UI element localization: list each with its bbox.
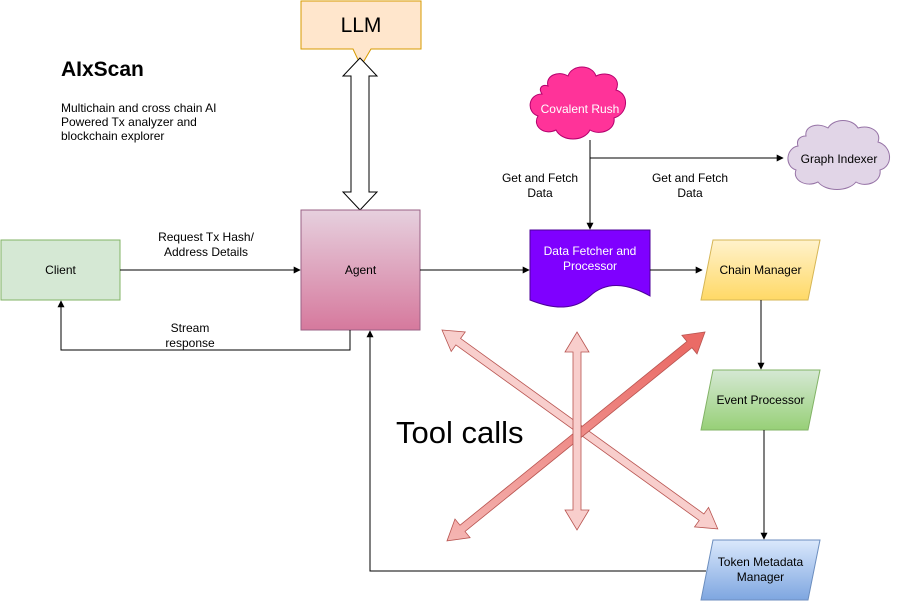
data-fetcher-node	[529, 229, 651, 308]
token-metadata-label: Token Metadata Manager	[717, 555, 804, 584]
client-label: Client	[45, 262, 76, 277]
chain-manager-label: Chain Manager	[719, 262, 802, 277]
page-title: AIxScan	[61, 58, 144, 81]
page-subtitle: Multichain and cross chain AI Powered Tx…	[61, 101, 217, 143]
graph-indexer-label: Graph Indexer	[800, 151, 878, 166]
tool-arrow-vertical	[564, 331, 590, 531]
covalent-cloud	[529, 66, 626, 140]
llm-node	[300, 0, 422, 68]
event-processor-node	[700, 369, 821, 431]
client-node	[0, 239, 121, 301]
tool-calls-label: Tool calls	[396, 415, 524, 450]
llm-agent-block-arrow	[341, 57, 379, 211]
get-fetch-left-label: Get and Fetch Data	[501, 171, 579, 200]
request-edge-label: Request Tx Hash/ Address Details	[158, 230, 254, 259]
get-fetch-right-label: Get and Fetch Data	[651, 171, 729, 200]
tool-calls-arrows	[441, 329, 719, 542]
token-metadata-node	[700, 539, 821, 601]
covalent-label: Covalent Rush	[540, 101, 620, 116]
agent-label: Agent	[344, 262, 377, 277]
graph-indexer-cloud	[787, 120, 890, 190]
event-processor-label: Event Processor	[716, 392, 805, 407]
chain-manager-node	[700, 239, 821, 301]
llm-label: LLM	[340, 13, 382, 37]
stream-edge-label: Stream response	[165, 321, 215, 350]
agent-to-client-arrow	[57, 300, 351, 351]
token-to-agent-arrow	[366, 330, 706, 572]
agent-node	[300, 209, 421, 331]
data-fetcher-label: Data Fetcher and Processor	[543, 244, 637, 273]
